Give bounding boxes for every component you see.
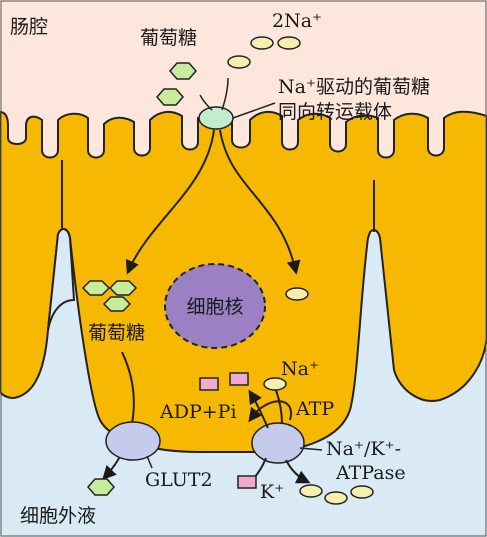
atp-label: ATP bbox=[295, 398, 334, 420]
sodium-ion bbox=[228, 56, 250, 68]
symporter-label-line1: Na⁺驱动的葡萄糖 bbox=[278, 76, 430, 98]
glucose-cell-label: 葡萄糖 bbox=[88, 322, 145, 344]
symporter-label-line2: 同向转运载体 bbox=[278, 101, 392, 123]
sodium-ion bbox=[325, 492, 347, 504]
lumen-label: 肠腔 bbox=[10, 16, 48, 38]
glucose-hexagon bbox=[83, 281, 109, 295]
sodium-ion bbox=[286, 288, 308, 300]
extracellular-label: 细胞外液 bbox=[20, 505, 96, 527]
glut2-transporter bbox=[106, 422, 160, 460]
sodium-pump-label: Na⁺ bbox=[281, 358, 319, 380]
sodium-ion bbox=[351, 486, 373, 498]
potassium-label: K⁺ bbox=[260, 481, 284, 503]
sodium-ion bbox=[251, 37, 273, 49]
potassium-ion bbox=[200, 378, 218, 390]
glucose-hexagon bbox=[104, 297, 130, 311]
adp-pi-label: ADP+Pi bbox=[159, 401, 237, 423]
sodium-top-label: 2Na⁺ bbox=[272, 10, 322, 32]
sodium-potassium-atpase bbox=[252, 423, 304, 463]
pump-label-line2: ATPase bbox=[335, 462, 406, 484]
nucleus-label: 细胞核 bbox=[186, 296, 243, 318]
glucose-hexagon bbox=[110, 281, 136, 295]
pump-label-line1: Na⁺/K⁺- bbox=[326, 438, 401, 460]
glut2-label: GLUT2 bbox=[145, 469, 213, 491]
sodium-glucose-symporter bbox=[199, 107, 233, 129]
sodium-ion bbox=[278, 37, 300, 49]
glucose-top-label: 葡萄糖 bbox=[140, 27, 197, 49]
sodium-ion bbox=[300, 485, 322, 497]
potassium-ion bbox=[238, 476, 256, 488]
potassium-ion bbox=[230, 373, 248, 385]
